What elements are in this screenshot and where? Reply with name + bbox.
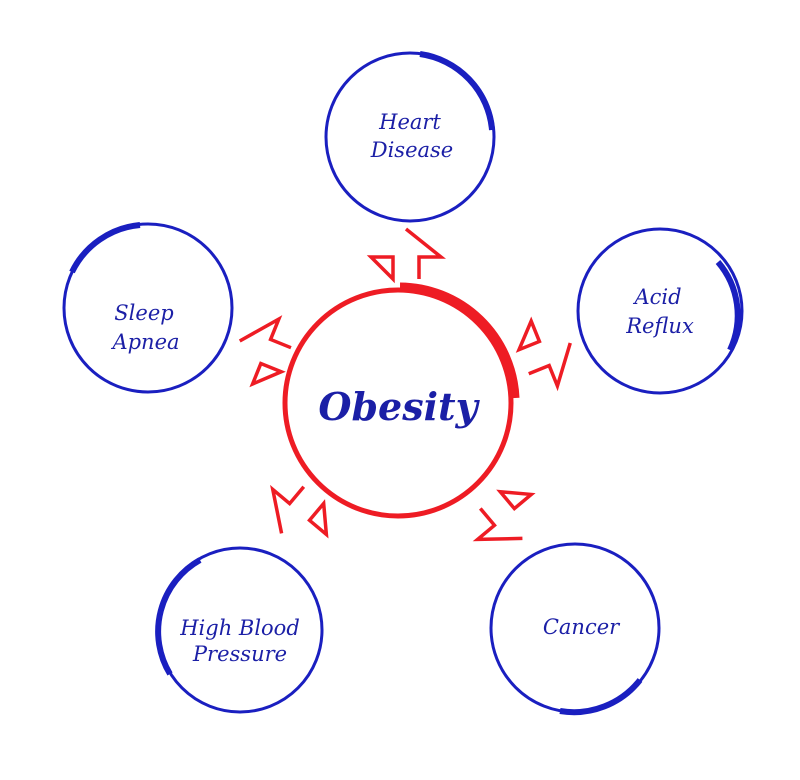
arrow-to-cancer bbox=[461, 475, 551, 563]
arrow-to-heart-disease bbox=[369, 227, 443, 281]
node-acid-reflux: Acid Reflux bbox=[576, 227, 744, 395]
arrow-to-acid-reflux bbox=[509, 308, 586, 396]
node-label-line: Reflux bbox=[625, 314, 694, 338]
node-label-line: Heart bbox=[378, 110, 441, 134]
node-high-blood-pressure: High Blood Pressure bbox=[155, 546, 324, 714]
node-label-line: Disease bbox=[370, 138, 453, 162]
center-ring-accent bbox=[399, 282, 520, 399]
node-ring bbox=[62, 222, 234, 394]
center-ring bbox=[282, 287, 514, 519]
node-ring bbox=[576, 227, 744, 395]
center-node: Obesity bbox=[282, 282, 520, 519]
node-label-line: Sleep bbox=[114, 301, 173, 325]
node-sleep-apnea: Sleep Apnea bbox=[62, 222, 234, 394]
node-label-line: Pressure bbox=[192, 642, 287, 666]
node-label-line: Cancer bbox=[543, 615, 621, 639]
arrow-to-high-blood-pressure bbox=[253, 470, 343, 558]
node-cancer: Cancer bbox=[489, 542, 661, 716]
node-ring bbox=[324, 51, 496, 223]
center-label: Obesity bbox=[318, 384, 480, 429]
node-label-line: Apnea bbox=[110, 330, 179, 354]
node-heart-disease: Heart Disease bbox=[324, 51, 496, 223]
node-label-line: High Blood bbox=[179, 616, 300, 640]
node-label-line: Acid bbox=[632, 285, 681, 309]
